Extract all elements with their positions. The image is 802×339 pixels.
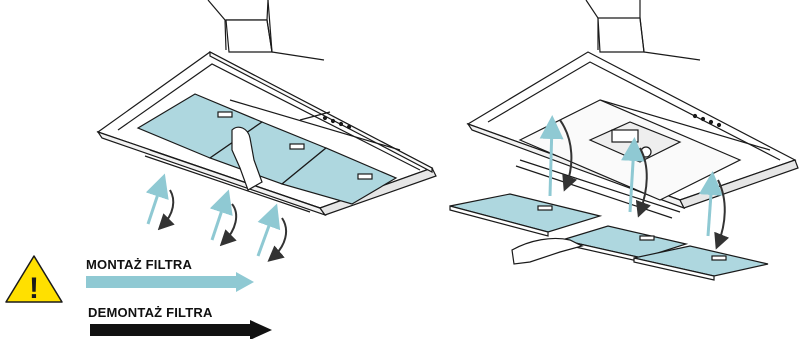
hood-right-chimney: [586, 0, 700, 60]
mount-legend-arrow: [86, 272, 254, 292]
hood-right-body: [468, 52, 798, 218]
mount-filter-label: MONTAŻ FILTRA: [86, 257, 192, 272]
dismount-arrow: [224, 204, 236, 242]
dismount-filter-label: DEMONTAŻ FILTRA: [88, 305, 213, 320]
hand-right: [512, 238, 582, 264]
hood-right-illustration: [450, 0, 798, 280]
mount-arrow: [550, 124, 552, 196]
hood-left-illustration: [98, 0, 436, 215]
hood-left-chimney: [208, 0, 324, 60]
mount-arrow: [148, 182, 162, 224]
warning-symbol: !: [29, 272, 39, 305]
dismount-arrow: [272, 218, 286, 258]
dismount-arrow: [162, 190, 173, 226]
dismount-legend-arrow: [90, 320, 272, 339]
warning-triangle-icon: !: [6, 256, 62, 305]
mount-arrow: [258, 212, 274, 256]
mount-arrow: [212, 198, 226, 240]
